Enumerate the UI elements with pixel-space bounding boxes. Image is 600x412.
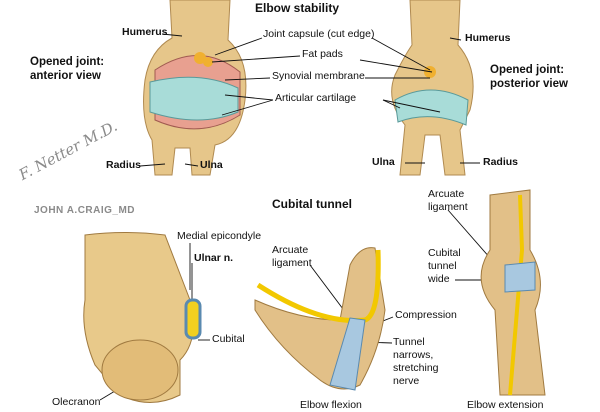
label-wide-2: tunnel [428, 260, 457, 272]
label-tunnel-2: narrows, [393, 349, 434, 361]
label-arcuate-extension-1: Arcuate [428, 188, 465, 200]
anterior-heading-2: anterior view [30, 70, 101, 82]
label-cubital: Cubital [212, 333, 245, 345]
label-tunnel-1: Tunnel [393, 336, 425, 348]
label-fat-pads: Fat pads [302, 48, 343, 60]
label-arcuate-flexion-1: Arcuate [272, 244, 309, 256]
label-tunnel-4: nerve [393, 375, 420, 387]
posterior-heading-1: Opened joint: [490, 64, 565, 76]
label-humerus-posterior: Humerus [465, 32, 511, 44]
label-ulna-anterior: Ulna [200, 159, 223, 171]
elbow-extension-illustration [480, 189, 546, 396]
cubital-tunnel-illustration [83, 232, 202, 403]
label-joint-capsule: Joint capsule (cut edge) [263, 28, 375, 40]
label-radius-posterior: Radius [483, 156, 519, 168]
elbow-flexion-illustration [254, 247, 386, 391]
label-synovial-membrane: Synovial membrane [272, 70, 365, 82]
label-compression: Compression [395, 309, 457, 321]
posterior-elbow-illustration [391, 0, 474, 176]
posterior-heading-2: posterior view [490, 78, 568, 90]
caption-elbow-extension: Elbow extension [467, 399, 544, 411]
artist-signature: F. Netter M.D. JOHN A.CRAIG_MD [16, 117, 135, 216]
label-tunnel-3: stretching [393, 362, 439, 374]
label-medial-epicondyle: Medial epicondyle [177, 230, 262, 242]
label-articular-cartilage: Articular cartilage [275, 92, 357, 104]
label-arcuate-flexion-2: ligament [272, 257, 312, 269]
label-ulnar-nerve: Ulnar n. [194, 252, 234, 264]
caption-elbow-flexion: Elbow flexion [300, 399, 362, 411]
label-radius-anterior: Radius [106, 159, 142, 171]
label-humerus-anterior: Humerus [122, 26, 168, 38]
label-wide-1: Cubital [428, 247, 461, 259]
anterior-heading-1: Opened joint: [30, 56, 105, 68]
label-olecranon: Olecranon [52, 396, 101, 408]
label-ulna-posterior: Ulna [372, 156, 395, 168]
label-arcuate-extension-2: ligament [428, 201, 468, 213]
craig-signature: JOHN A.CRAIG_MD [34, 205, 136, 216]
cubital-tunnel-title: Cubital tunnel [272, 197, 352, 211]
anterior-elbow-illustration [143, 0, 247, 176]
label-wide-3: wide [428, 273, 450, 285]
diagram-title: Elbow stability [255, 1, 340, 15]
